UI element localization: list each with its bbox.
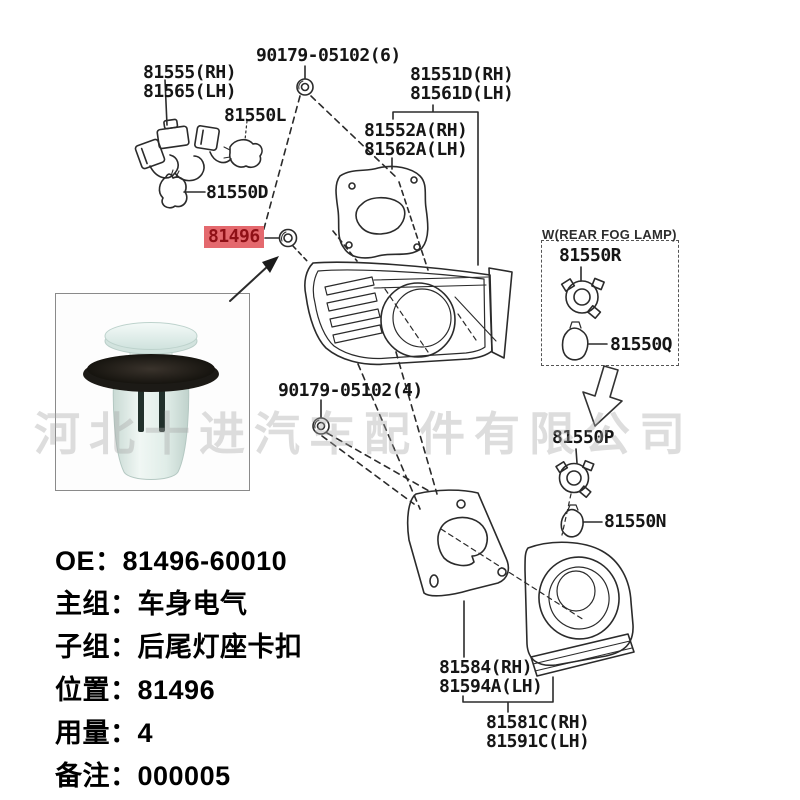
label-clip-highlighted: 81496 bbox=[204, 226, 264, 248]
label-panel-rh: 81584(RH) bbox=[439, 657, 533, 678]
info-line-sub-group: 子组：后尾灯座卡扣 bbox=[55, 626, 303, 669]
label-gasket-lh: 81562A(LH) bbox=[364, 139, 468, 160]
clip-grommet-drawing bbox=[264, 228, 309, 263]
lamp-outer-drawing bbox=[304, 261, 513, 366]
dash-lamp-panel-2 bbox=[357, 363, 421, 510]
info-main-group-label: 主组： bbox=[55, 589, 138, 619]
info-line-quantity: 用量：4 bbox=[55, 712, 303, 755]
dash-lamp-panel-1 bbox=[395, 351, 438, 495]
label-lamp-outer: 81551D(RH) 81561D(LH) bbox=[410, 64, 514, 104]
label-bulb-q: 81550Q bbox=[610, 334, 673, 355]
label-socket-r: 81550R bbox=[559, 245, 622, 266]
label-socket-p: 81550P bbox=[552, 427, 615, 448]
info-quantity-label: 用量： bbox=[55, 718, 138, 748]
bolt-bottom-drawing bbox=[312, 399, 430, 505]
info-note-value: 000005 bbox=[137, 761, 231, 791]
label-gasket-rh: 81552A(RH) bbox=[364, 120, 468, 141]
label-fog-box-title: W(REAR FOG LAMP) bbox=[542, 227, 677, 242]
label-lamp-inner-rh: 81581C(RH) bbox=[486, 712, 590, 733]
bulb-l-drawing bbox=[223, 120, 263, 169]
info-line-note: 备注：000005 bbox=[55, 755, 303, 798]
label-sockets-rh: 81555(RH) bbox=[143, 62, 237, 83]
info-line-oe: OE：81496-60010 bbox=[55, 540, 303, 583]
down-arrow-symbol bbox=[582, 365, 623, 427]
label-bulb-d: 81550D bbox=[206, 182, 269, 203]
photo-pointer-arrow bbox=[229, 256, 279, 302]
label-bulb-n: 81550N bbox=[604, 511, 667, 532]
info-position-label: 位置： bbox=[55, 675, 138, 705]
gasket-drawing bbox=[332, 157, 429, 271]
bulb-d-drawing bbox=[158, 169, 206, 209]
bulb-n-drawing bbox=[560, 504, 603, 538]
info-quantity-value: 4 bbox=[137, 718, 154, 748]
label-sockets-lh: 81565(LH) bbox=[143, 81, 237, 102]
fog-bulb-q-drawing bbox=[561, 321, 608, 361]
part-info-block: OE：81496-60010 主组：车身电气 子组：后尾灯座卡扣 位置：8149… bbox=[55, 540, 303, 798]
clip-photo-drawing bbox=[83, 322, 219, 480]
label-bulb-l: 81550L bbox=[224, 105, 287, 126]
label-sockets: 81555(RH) 81565(LH) bbox=[143, 62, 237, 102]
info-note-label: 备注： bbox=[55, 761, 138, 791]
label-bolt-bottom: 90179-05102(4) bbox=[278, 380, 423, 401]
info-oe-label: OE： bbox=[55, 546, 123, 576]
clip-part-number: 81496 bbox=[204, 226, 264, 248]
label-panel: 81584(RH) 81594A(LH) bbox=[439, 657, 543, 697]
bolt-top-drawing bbox=[258, 65, 399, 248]
info-main-group-value: 车身电气 bbox=[137, 589, 248, 619]
lamp-outer-leader bbox=[392, 104, 479, 266]
fog-socket-r-drawing bbox=[560, 266, 605, 320]
socket-p-drawing bbox=[555, 448, 595, 536]
rear-fog-lamp-box bbox=[541, 240, 679, 366]
panel-drawing bbox=[406, 489, 585, 658]
bulb-socket-harness-drawing bbox=[134, 79, 232, 182]
label-gasket: 81552A(RH) 81562A(LH) bbox=[364, 120, 468, 160]
label-panel-lh: 81594A(LH) bbox=[439, 676, 543, 697]
lamp-inner-drawing bbox=[462, 541, 635, 713]
info-sub-group-label: 子组： bbox=[55, 632, 138, 662]
info-line-position: 位置：81496 bbox=[55, 669, 303, 712]
info-position-value: 81496 bbox=[137, 675, 216, 705]
info-sub-group-value: 后尾灯座卡扣 bbox=[137, 632, 303, 662]
label-bolt-top: 90179-05102(6) bbox=[256, 45, 401, 66]
label-lamp-outer-rh: 81551D(RH) bbox=[410, 64, 514, 85]
label-lamp-inner-lh: 81591C(LH) bbox=[486, 731, 590, 752]
info-oe-value: 81496-60010 bbox=[122, 546, 288, 576]
info-line-main-group: 主组：车身电气 bbox=[55, 583, 303, 626]
label-lamp-outer-lh: 81561D(LH) bbox=[410, 83, 514, 104]
label-lamp-inner: 81581C(RH) 81591C(LH) bbox=[486, 712, 590, 752]
